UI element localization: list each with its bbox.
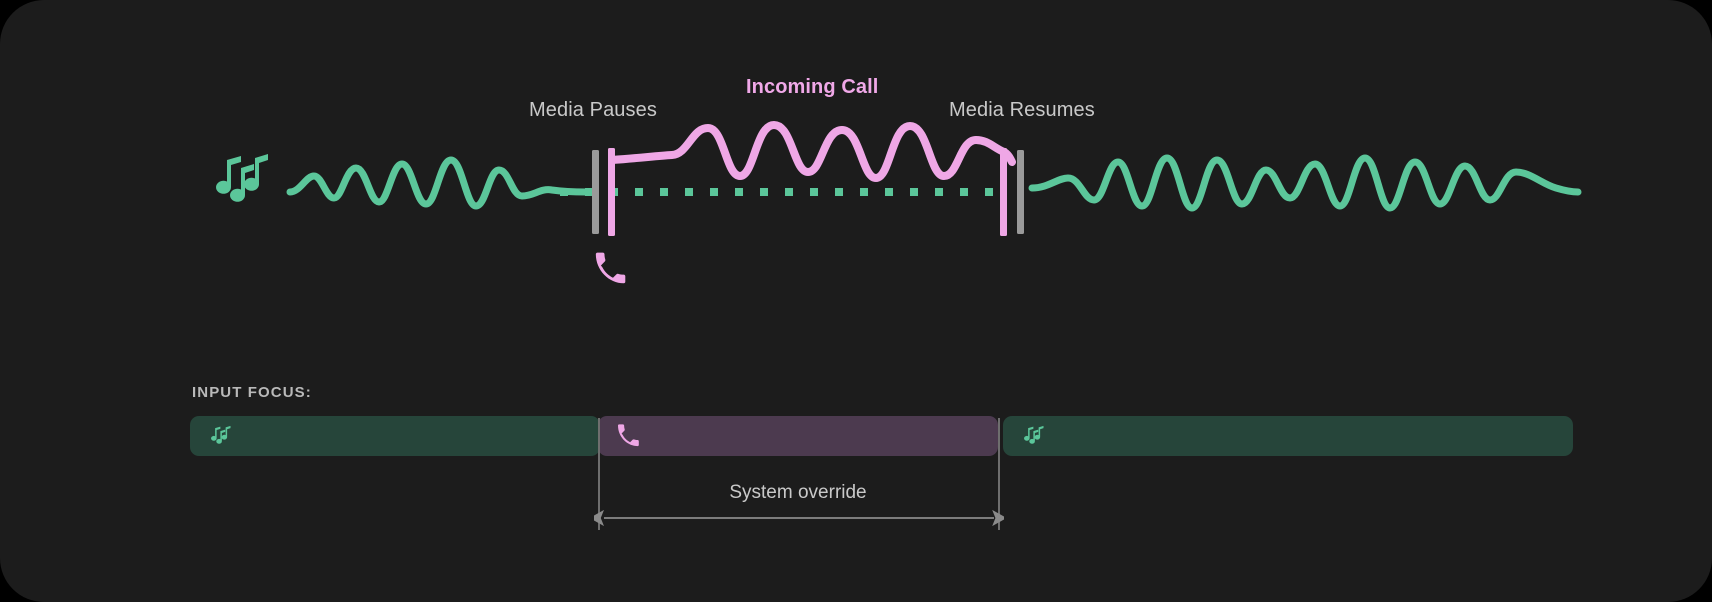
- focus-bar-media-before[interactable]: [190, 416, 600, 456]
- phone-icon: [595, 252, 626, 284]
- focus-bar-media-after[interactable]: [1003, 416, 1573, 456]
- system-override-label: System override: [729, 482, 867, 503]
- phone-icon: [618, 424, 639, 447]
- music-notes-icon: [211, 425, 231, 444]
- override-bracket-right: [998, 418, 1000, 530]
- pause-marker-pink-bar: [608, 148, 615, 236]
- focus-bar-incoming-call[interactable]: [598, 416, 998, 456]
- resume-marker-gray-bar: [1017, 150, 1024, 234]
- pause-marker-gray-bar: [592, 150, 599, 234]
- input-focus-label: INPUT FOCUS:: [192, 384, 312, 401]
- label-media-resumes: Media Resumes: [949, 99, 1095, 121]
- override-bracket-left: [598, 418, 600, 530]
- label-media-pauses: Media Pauses: [529, 99, 657, 121]
- waveform-incoming-call: [608, 121, 1016, 182]
- resume-marker-pink-bar: [1000, 148, 1007, 236]
- waveform-media-after: [1028, 154, 1582, 212]
- system-override-arrow: [594, 509, 1004, 527]
- label-incoming-call: Incoming Call: [746, 76, 879, 98]
- waveform-media-before: [286, 156, 590, 210]
- music-notes-icon: [1024, 425, 1044, 444]
- music-notes-icon: [216, 154, 268, 202]
